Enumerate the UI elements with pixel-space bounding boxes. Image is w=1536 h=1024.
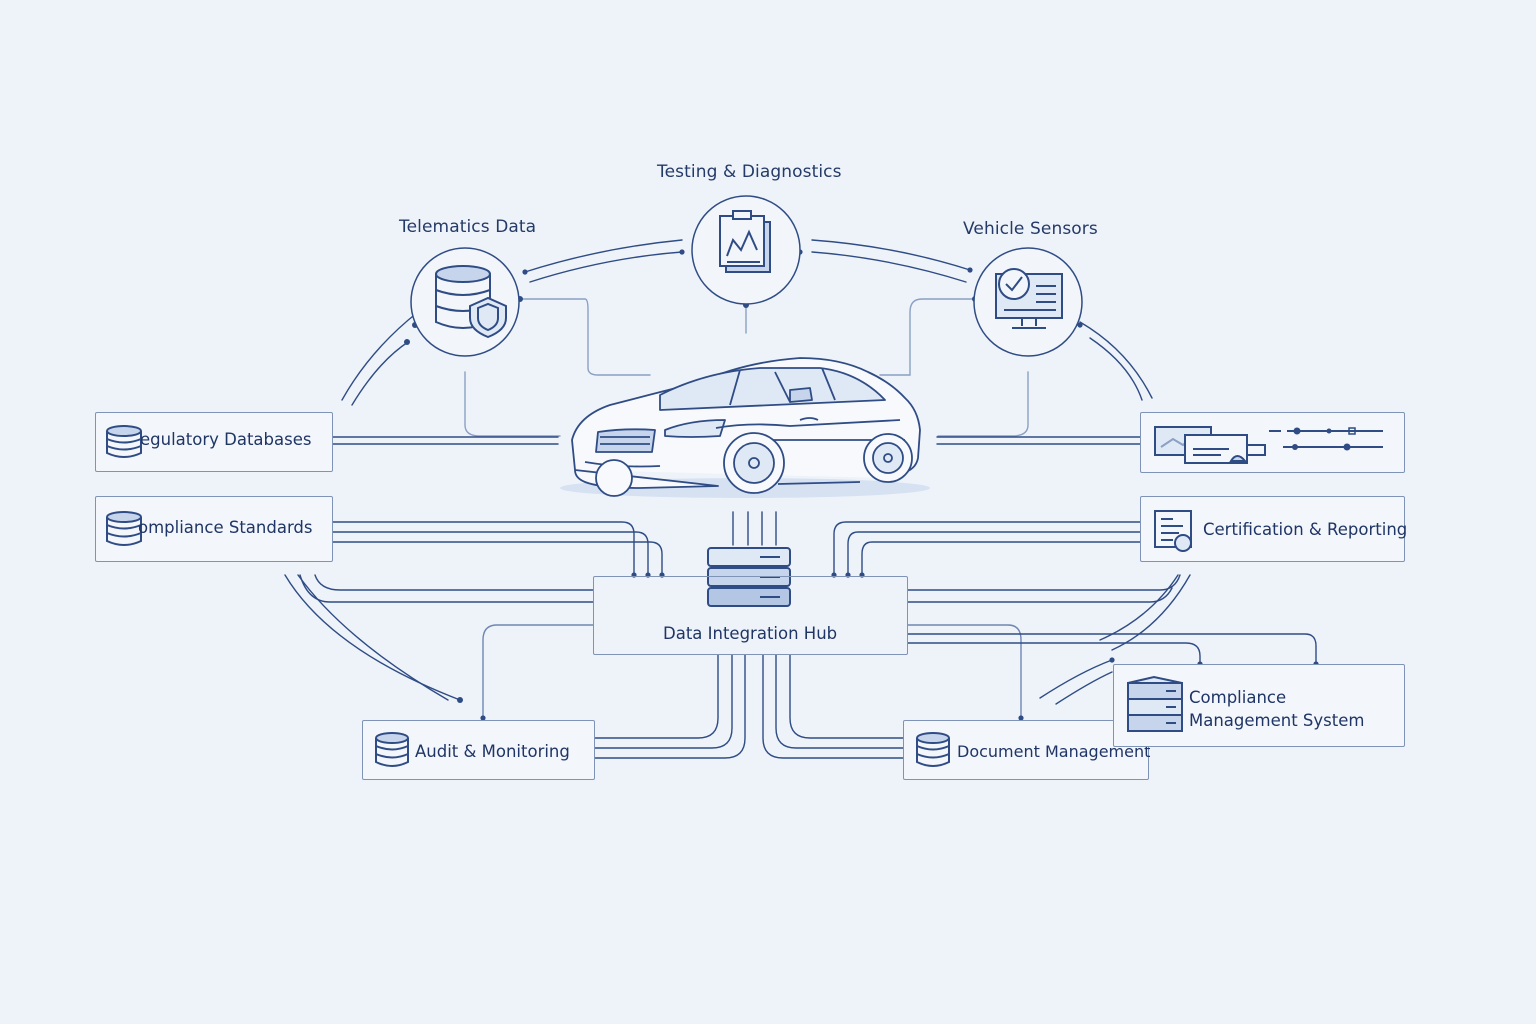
connector-line (861, 541, 1141, 576)
connector-line (833, 521, 1141, 576)
node-box-audit[interactable]: Audit & Monitoring (362, 720, 595, 780)
node-label-certification: Certification & Reporting (1203, 520, 1408, 539)
node-box-regulatory[interactable]: egulatory Databases (95, 412, 333, 472)
database-icon (106, 511, 142, 546)
car-icon (560, 357, 930, 498)
connector-arc (341, 311, 419, 401)
connector-arc (297, 574, 449, 701)
connector-line (594, 654, 719, 739)
chart-clipboard-icon (719, 210, 771, 273)
server-stack-icon (1127, 675, 1183, 732)
node-box-sliders[interactable] (1140, 412, 1405, 473)
connector-line (789, 654, 904, 739)
node-label-standards: ompliance Standards (138, 518, 313, 537)
slider-panel-icon (1154, 426, 1383, 464)
server-stack-icon (707, 547, 791, 607)
connector-line (762, 654, 904, 759)
node-label-sensors: Vehicle Sensors (963, 219, 1098, 239)
database-shield-icon (435, 265, 507, 339)
connector-arc (524, 239, 683, 273)
connector-arc (1099, 574, 1179, 641)
connector-line (314, 574, 594, 591)
connector-line (594, 654, 733, 749)
connector-line (482, 624, 594, 719)
connector-arc (1039, 659, 1113, 699)
database-icon (916, 732, 950, 767)
node-circle-telematics (410, 247, 520, 357)
node-label-hub: Data Integration Hub (663, 624, 838, 643)
node-label-testing: Testing & Diagnostics (657, 162, 842, 182)
connector-line (907, 642, 1201, 665)
node-box-document[interactable]: Document Management (903, 720, 1151, 780)
database-icon (375, 732, 409, 767)
connector-line (520, 298, 651, 376)
connector-arc (284, 574, 461, 701)
database-icon (106, 425, 142, 458)
connector-line (907, 624, 1022, 719)
node-label-telematics: Telematics Data (399, 217, 537, 237)
node-label-document: Document Management (957, 742, 1151, 761)
connector-line (907, 574, 1181, 591)
connector-line (907, 633, 1317, 665)
node-box-hub[interactable]: Data Integration Hub (593, 576, 908, 655)
node-box-cms[interactable]: Compliance Management System (1113, 664, 1405, 747)
connector-arc (811, 239, 971, 271)
connector-arc (1079, 321, 1153, 399)
connector-line (464, 371, 561, 437)
connector-line (775, 654, 904, 749)
connector-line (594, 654, 746, 759)
connector-line (879, 298, 976, 376)
connector-line (907, 587, 1173, 603)
connector-arc (529, 251, 683, 283)
certificate-document-icon (1154, 510, 1192, 552)
node-label-cms-line1: Compliance (1189, 688, 1287, 707)
node-label-audit: Audit & Monitoring (415, 742, 570, 761)
connector-line (332, 521, 635, 576)
node-box-standards[interactable]: ompliance Standards (95, 496, 333, 562)
connector-arc (351, 341, 409, 406)
connector-arc (1055, 671, 1113, 705)
connector-line (937, 371, 1029, 437)
node-label-cms-line2: Management System (1189, 711, 1365, 730)
connector-arc (1089, 337, 1143, 401)
node-box-certification[interactable]: Certification & Reporting (1140, 496, 1408, 562)
monitor-check-icon (995, 268, 1063, 329)
node-label-regulatory: egulatory Databases (140, 430, 312, 449)
connector-arc (1111, 574, 1191, 651)
connector-line (299, 574, 594, 603)
connector-line (332, 531, 649, 576)
connector-arc (811, 251, 967, 283)
connector-line (332, 541, 663, 576)
connector-line (847, 531, 1141, 576)
